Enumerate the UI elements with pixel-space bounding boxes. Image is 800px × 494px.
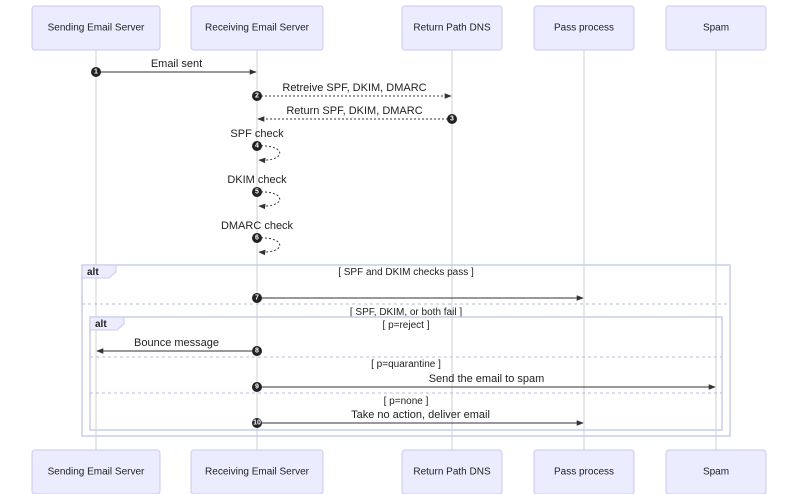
participant-box-pass-top	[533, 5, 635, 51]
message-arrow-4	[256, 145, 281, 164]
message-label-8: Bounce message	[134, 337, 219, 349]
message-2: Retreive SPF, DKIM, DMARC 2	[252, 82, 452, 101]
alt-frame-inner	[89, 316, 723, 431]
participant-box-pass-bottom	[533, 449, 635, 494]
sequence-number-badge-8	[252, 346, 262, 356]
participant-label-sender-bottom: Sending Email Server	[48, 467, 145, 478]
participant-box-sender-bottom	[31, 449, 161, 494]
message-label-4: SPF check	[230, 128, 284, 140]
alt-label-inner: alt	[89, 316, 125, 331]
sequence-number-badge-7	[252, 293, 262, 303]
message-1: Email sent 1	[91, 58, 257, 77]
alt-condition-none: [ p=none ]	[384, 396, 429, 407]
sequence-number-badge-3	[447, 114, 457, 124]
sequence-number-2: 2	[255, 93, 259, 100]
participant-label-receiver-top: Receiving Email Server	[205, 23, 310, 34]
alt-condition-reject: [ p=reject ]	[383, 320, 430, 331]
sequence-number-10: 10	[253, 420, 261, 427]
message-label-6: DMARC check	[221, 220, 294, 232]
message-5: DKIM check 5	[227, 174, 287, 210]
message-label-10: Take no action, deliver email	[351, 409, 490, 421]
message-label-2: Retreive SPF, DKIM, DMARC	[282, 82, 426, 94]
message-6: DMARC check 6	[221, 220, 294, 256]
message-arrow-6	[256, 237, 281, 256]
sequence-number-8: 8	[255, 348, 259, 355]
participant-box-spam-top	[665, 5, 767, 51]
participant-box-sender-top	[31, 5, 161, 51]
participant-label-dns-top: Return Path DNS	[413, 23, 491, 34]
sequence-number-badge-1	[91, 67, 101, 77]
message-label-1: Email sent	[151, 58, 202, 70]
sequence-number-badge-10	[252, 418, 262, 428]
alt-label-outer: alt	[81, 264, 117, 279]
participant-box-receiver-top	[190, 5, 324, 51]
participant-box-receiver-bottom	[190, 449, 324, 494]
message-8: Bounce message 8	[96, 337, 262, 356]
participant-label-spam-top: Spam	[703, 23, 729, 34]
sequence-number-3: 3	[450, 116, 454, 123]
participant-label-sender-top: Sending Email Server	[48, 23, 145, 34]
alt-frame-outer	[81, 264, 731, 437]
participant-label-receiver-bottom: Receiving Email Server	[205, 467, 310, 478]
message-9: Send the email to spam 9	[252, 373, 716, 392]
message-label-5: DKIM check	[227, 174, 287, 186]
message-label-9: Send the email to spam	[429, 373, 545, 385]
sequence-number-badge-4	[252, 141, 262, 151]
participant-label-spam-bottom: Spam	[703, 467, 729, 478]
sequence-number-badge-6	[252, 233, 262, 243]
message-3: Return SPF, DKIM, DMARC 3	[257, 105, 457, 124]
sequence-number-1: 1	[94, 69, 98, 76]
message-arrow-5	[256, 191, 281, 210]
sequence-number-5: 5	[255, 189, 259, 196]
message-label-3: Return SPF, DKIM, DMARC	[286, 105, 422, 117]
participant-box-dns-bottom	[401, 449, 503, 494]
participant-box-dns-top	[401, 5, 503, 51]
participant-box-spam-bottom	[665, 449, 767, 494]
alt-condition-fail: [ SPF, DKIM, or both fail ]	[350, 307, 462, 318]
participant-label-pass-top: Pass process	[554, 23, 614, 34]
svg-text:alt: alt	[87, 267, 99, 278]
sequence-number-badge-5	[252, 187, 262, 197]
sequence-number-6: 6	[255, 235, 259, 242]
message-4: SPF check 4	[230, 128, 284, 164]
alt-condition-quarantine: [ p=quarantine ]	[371, 359, 441, 370]
sequence-number-badge-9	[252, 382, 262, 392]
participant-label-pass-bottom: Pass process	[554, 467, 614, 478]
message-7: 7	[252, 293, 584, 303]
sequence-number-4: 4	[255, 143, 259, 150]
message-10: Take no action, deliver email 10	[252, 409, 584, 428]
sequence-number-7: 7	[255, 295, 259, 302]
sequence-number-badge-2	[252, 91, 262, 101]
participant-label-dns-bottom: Return Path DNS	[413, 467, 491, 478]
svg-text:alt: alt	[95, 319, 107, 330]
alt-condition-pass: [ SPF and DKIM checks pass ]	[338, 267, 474, 278]
sequence-number-9: 9	[255, 384, 259, 391]
